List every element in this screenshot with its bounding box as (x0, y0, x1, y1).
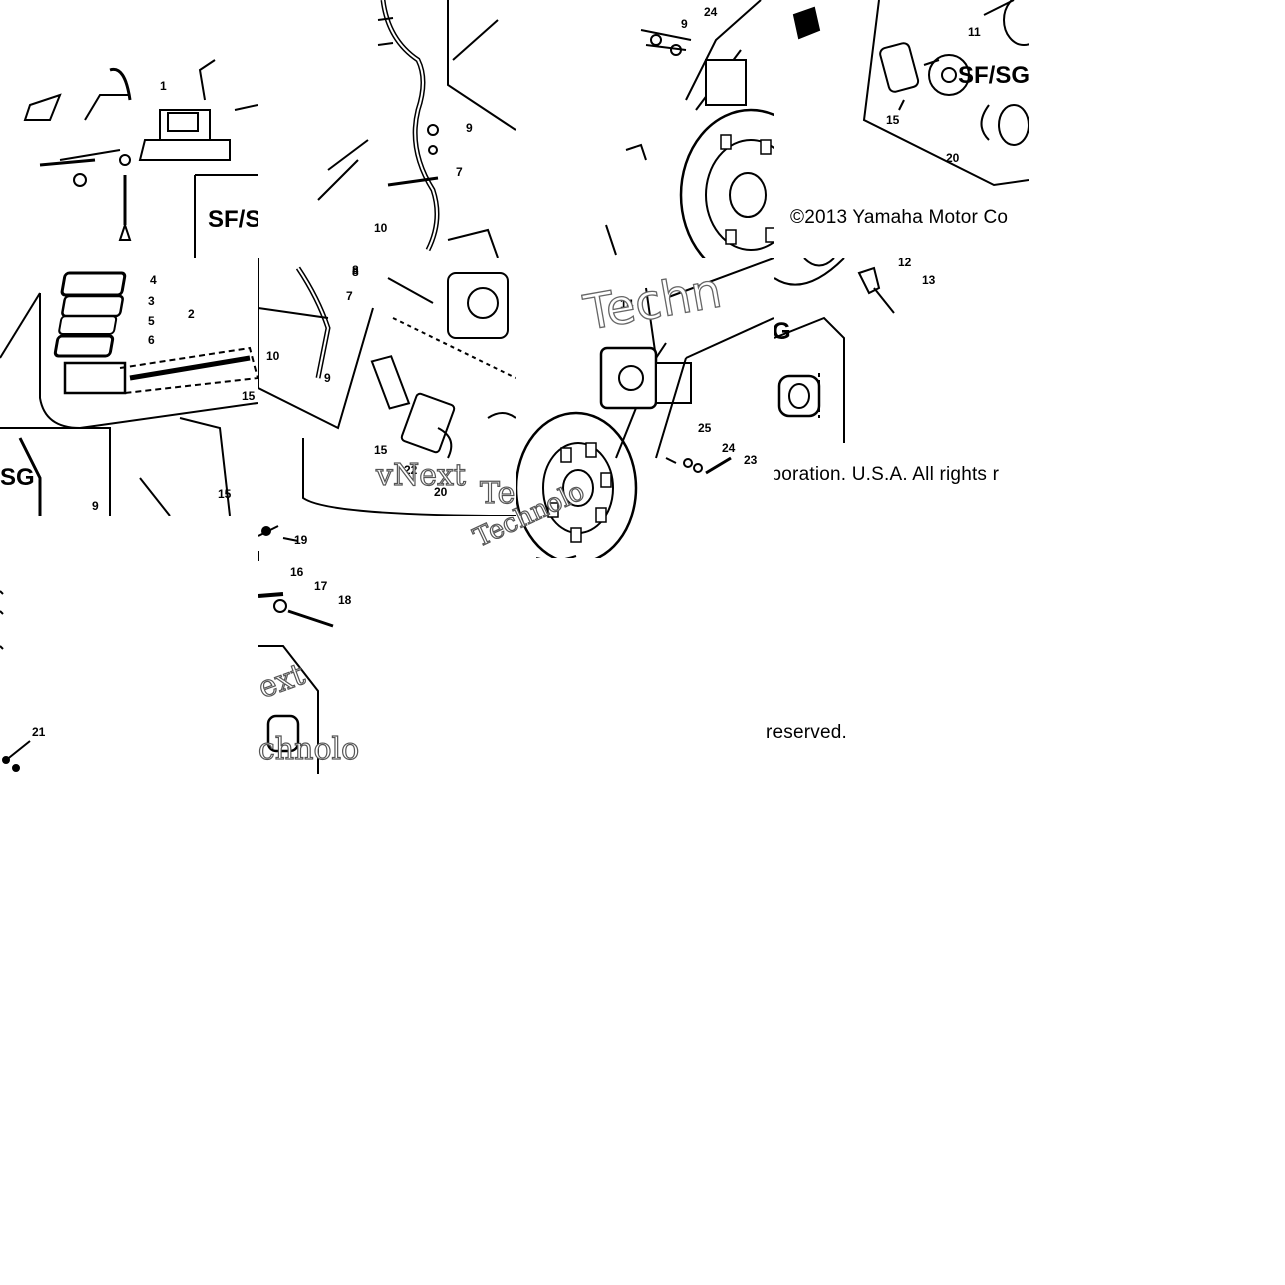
callout-22: 22 (404, 463, 418, 477)
callout-7-b: 7 (346, 289, 353, 303)
callout-8-b: 8 (352, 263, 359, 277)
model-code-sg: SG (0, 464, 35, 491)
callout-9: 9 (466, 121, 473, 135)
callout-18: 18 (338, 593, 352, 607)
callout-4: 4 (150, 273, 157, 287)
caliper-disc-drawing (516, 258, 774, 558)
right-partial-drawing (774, 258, 895, 443)
callout-24-b: 24 (722, 441, 736, 455)
callout-9-top: 9 (681, 17, 688, 31)
diagram-tile-brake-hose: 9 7 10 (258, 0, 516, 258)
callout-3: 3 (148, 294, 155, 308)
callout-10-b: 10 (266, 349, 280, 363)
watermark-vnext: vNext (375, 457, 466, 493)
pads-drawing (792, 0, 1029, 187)
callout-14: 14 (620, 297, 634, 311)
callout-7: 7 (456, 165, 463, 179)
callout-15-c: 15 (218, 487, 232, 501)
callout-25: 25 (698, 421, 712, 435)
diagram-tile-bottom-left: 21 (0, 516, 258, 774)
master-exploded-drawing (0, 271, 258, 516)
callout-23: 23 (744, 453, 758, 467)
model-code-g: G (774, 318, 791, 345)
diagram-tile-master-exploded: 4 3 5 6 2 15 15 9 SG (0, 258, 258, 516)
callout-13: 13 (922, 273, 936, 287)
copyright-line-2: rporation. U.S.A. All rights r (774, 464, 1000, 485)
copyright-line-1: ©2013 Yamaha Motor Co (790, 207, 1009, 228)
callout-21: 21 (32, 725, 46, 739)
callout-15-d: 15 (374, 443, 388, 457)
callout-12: 12 (898, 258, 912, 269)
diagram-tile-caliper-disc: 14 25 24 23 Techn (516, 258, 774, 558)
callout-15-b: 15 (242, 389, 256, 403)
diagram-tile-hose-caliper: 8 7 10 9 15 22 20 vNext Te (258, 258, 516, 516)
callout-5: 5 (148, 314, 155, 328)
callout-6: 6 (148, 333, 155, 347)
callout-16: 16 (290, 565, 304, 579)
diagram-tile-master-cylinder: SF/S 1 (0, 0, 258, 258)
callout-19: 19 (294, 533, 308, 547)
callout-20-b: 20 (434, 485, 448, 499)
callout-10: 10 (374, 221, 388, 235)
watermark-chnolo: chnolo (258, 731, 360, 767)
master-cylinder-drawing (23, 59, 258, 258)
diagram-tile-right-partial: 12 13 G rporation. U.S.A. All rights r (774, 258, 1029, 516)
model-code-sfs: SF/S (208, 206, 258, 233)
callout-24: 24 (704, 5, 718, 19)
copyright-line-3: reserved. (766, 722, 848, 743)
callout-2: 2 (188, 307, 195, 321)
watermark-te: Te (479, 475, 516, 511)
callout-8: 8 (352, 265, 359, 279)
bottom-left-drawing (0, 590, 31, 772)
bolts-drawing (258, 525, 334, 774)
callout-9-c: 9 (324, 371, 331, 385)
brake-hose-drawing (317, 0, 516, 258)
callout-15: 15 (886, 113, 900, 127)
model-code-sfsg-pads: SF/SG (958, 62, 1029, 89)
callout-9-b: 9 (92, 499, 99, 513)
callout-1: 1 (160, 79, 167, 93)
callout-20: 20 (946, 151, 960, 165)
callout-17: 17 (314, 579, 328, 593)
callout-11: 11 (968, 25, 981, 39)
disc-top-drawing (605, 0, 774, 258)
diagram-tile-pads: SF/SG 11 15 20 ©2013 Yamaha Motor Co (774, 0, 1029, 258)
diagram-tile-disc-top: 9 24 (516, 0, 774, 258)
diagram-tile-bolts: 19 16 17 18 ext chnolo (258, 516, 360, 774)
hose-caliper-drawing (258, 258, 516, 516)
